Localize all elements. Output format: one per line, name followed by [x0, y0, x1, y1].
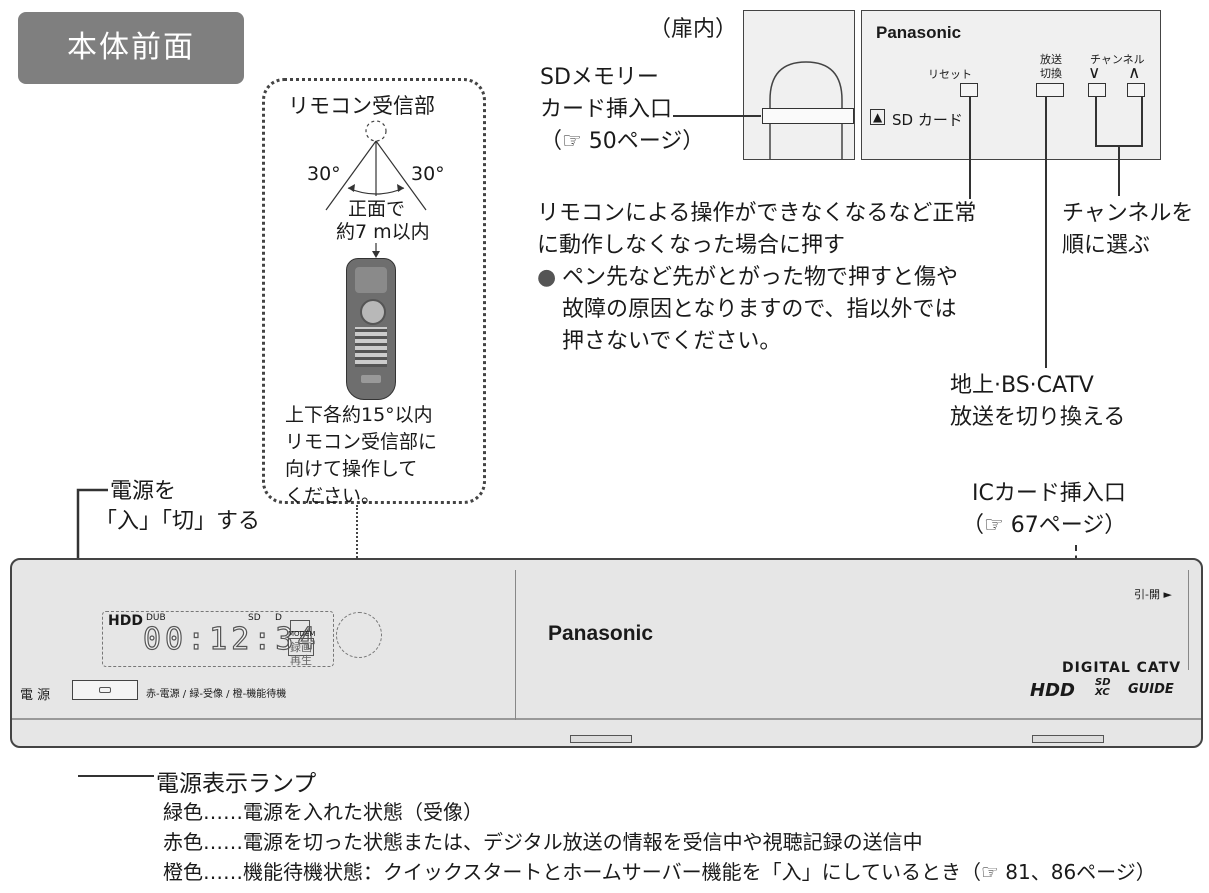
- reset-warning-2: 故障の原因となりますので、指以外では: [562, 297, 957, 322]
- power-button[interactable]: [72, 680, 138, 700]
- guide-logo: GUIDE: [1128, 682, 1174, 697]
- hdd-logo: HDD: [1030, 680, 1075, 701]
- remote-receiver-title: リモコン受信部: [288, 94, 435, 118]
- reset-warning-3: 押さないでください。: [562, 329, 782, 354]
- reset-note-2: に動作しなくなった場合に押す: [537, 233, 846, 258]
- sd-slot-ref: （☞ 50ページ）: [540, 129, 705, 154]
- power-note-2: 「入」「切」する: [95, 509, 261, 534]
- reset-label: リセット: [928, 68, 972, 81]
- display-rec: 録画: [288, 638, 314, 656]
- receiver-leader: [356, 505, 358, 605]
- sd-card-icon: ▲: [870, 109, 886, 125]
- remote-receiver-window: [336, 612, 382, 658]
- lamp-green: 緑色……電源を入れた状態（受像）: [163, 800, 483, 824]
- sd-slot-label-2: カード挿入口: [540, 97, 673, 122]
- power-label: 電 源: [20, 688, 51, 703]
- display-modem: MODEM: [288, 630, 316, 638]
- reset-button[interactable]: [960, 83, 978, 97]
- vertical-angle-3: 向けて操作して: [285, 458, 418, 480]
- front-foot-right: [1032, 735, 1104, 743]
- remote-receiver-callout: [262, 78, 486, 504]
- broadcast-note-1: 地上·BS·CATV: [950, 373, 1094, 398]
- channel-note-2: 順に選ぶ: [1062, 233, 1151, 258]
- panel-brand-logo: Panasonic: [876, 23, 962, 42]
- ic-card-label: ICカード挿入口: [972, 481, 1126, 506]
- broadcast-note-2: 放送を切り換える: [950, 405, 1126, 430]
- angle-left-label: 30°: [307, 163, 341, 185]
- broadcast-label-2: 切換: [1040, 67, 1062, 80]
- remote-control-image: [346, 258, 396, 400]
- sd-slot-label-1: SDメモリー: [540, 65, 659, 90]
- bullet-icon: ●: [537, 265, 557, 290]
- channel-down-icon: ∨: [1088, 63, 1101, 83]
- broadcast-leader: [1045, 96, 1047, 368]
- sd-door-arch: [769, 61, 843, 160]
- page-title: 本体前面: [18, 12, 244, 84]
- device-body: [10, 558, 1203, 748]
- front-display: [102, 611, 334, 667]
- ic-card-ref: （☞ 67ページ）: [962, 513, 1127, 538]
- display-dub: DUB: [146, 613, 166, 623]
- power-lamp-leader: [78, 775, 154, 777]
- vertical-angle-1: 上下各約15°以内: [285, 404, 433, 426]
- lamp-orange: 橙色……機能待機状態：クイックスタートとホームサーバー機能を「入」にしているとき…: [163, 860, 1156, 884]
- display-d: D: [275, 613, 282, 623]
- display-play: 再生: [290, 654, 312, 667]
- display-time: 00:12:34: [142, 621, 320, 657]
- led-legend: 赤-電源 / 緑-受像 / 橙-機能待機: [146, 689, 287, 700]
- broadcast-label-1: 放送: [1040, 53, 1062, 66]
- angle-right-label: 30°: [411, 163, 445, 185]
- power-note-1: 電源を: [110, 479, 177, 504]
- channel-label: チャンネル: [1090, 53, 1145, 66]
- front-distance-1: 正面で: [348, 198, 406, 220]
- open-label: 引-開 ►: [1134, 588, 1172, 601]
- sd-slot-leader: [673, 115, 761, 117]
- power-lamp-title: 電源表示ランプ: [156, 771, 317, 797]
- channel-note-1: チャンネルを: [1062, 201, 1194, 226]
- door-panel: [743, 10, 855, 160]
- angle-diagram: [325, 120, 427, 258]
- device-brand-logo: Panasonic: [548, 622, 654, 645]
- channel-up-icon: ∧: [1128, 63, 1141, 83]
- reset-leader: [969, 96, 971, 199]
- front-foot-left: [570, 735, 632, 743]
- sd-card-label: SD カード: [892, 111, 963, 129]
- vertical-angle-4: ください。: [285, 485, 381, 507]
- front-distance-2: 約7 m以内: [336, 221, 430, 243]
- display-hdd: HDD: [108, 613, 143, 629]
- lamp-red: 赤色……電源を切った状態または、デジタル放送の情報を受信中や視聴記録の送信中: [163, 830, 923, 854]
- vertical-angle-2: リモコン受信部に: [285, 431, 438, 453]
- reset-warning-1: ペン先など先がとがった物で押すと傷や: [562, 265, 959, 290]
- control-panel: Panasonic リセット 放送 切換 チャンネル ∨ ∧ ▲ SD カード: [861, 10, 1161, 160]
- reset-note-1: リモコンによる操作ができなくなるなど正常: [537, 201, 977, 226]
- sd-card-slot[interactable]: [762, 108, 854, 124]
- broadcast-switch-button[interactable]: [1036, 83, 1064, 97]
- display-sd: SD: [248, 613, 261, 623]
- door-inside-label: （扉内）: [649, 17, 738, 42]
- channel-up-button[interactable]: [1127, 83, 1145, 97]
- sdxc-logo: SD XC: [1095, 677, 1111, 698]
- channel-down-button[interactable]: [1088, 83, 1106, 97]
- mail-icon: [290, 620, 310, 632]
- channel-leader: [1095, 96, 1143, 196]
- digital-catv-logo: DIGITAL CATV: [1062, 660, 1182, 676]
